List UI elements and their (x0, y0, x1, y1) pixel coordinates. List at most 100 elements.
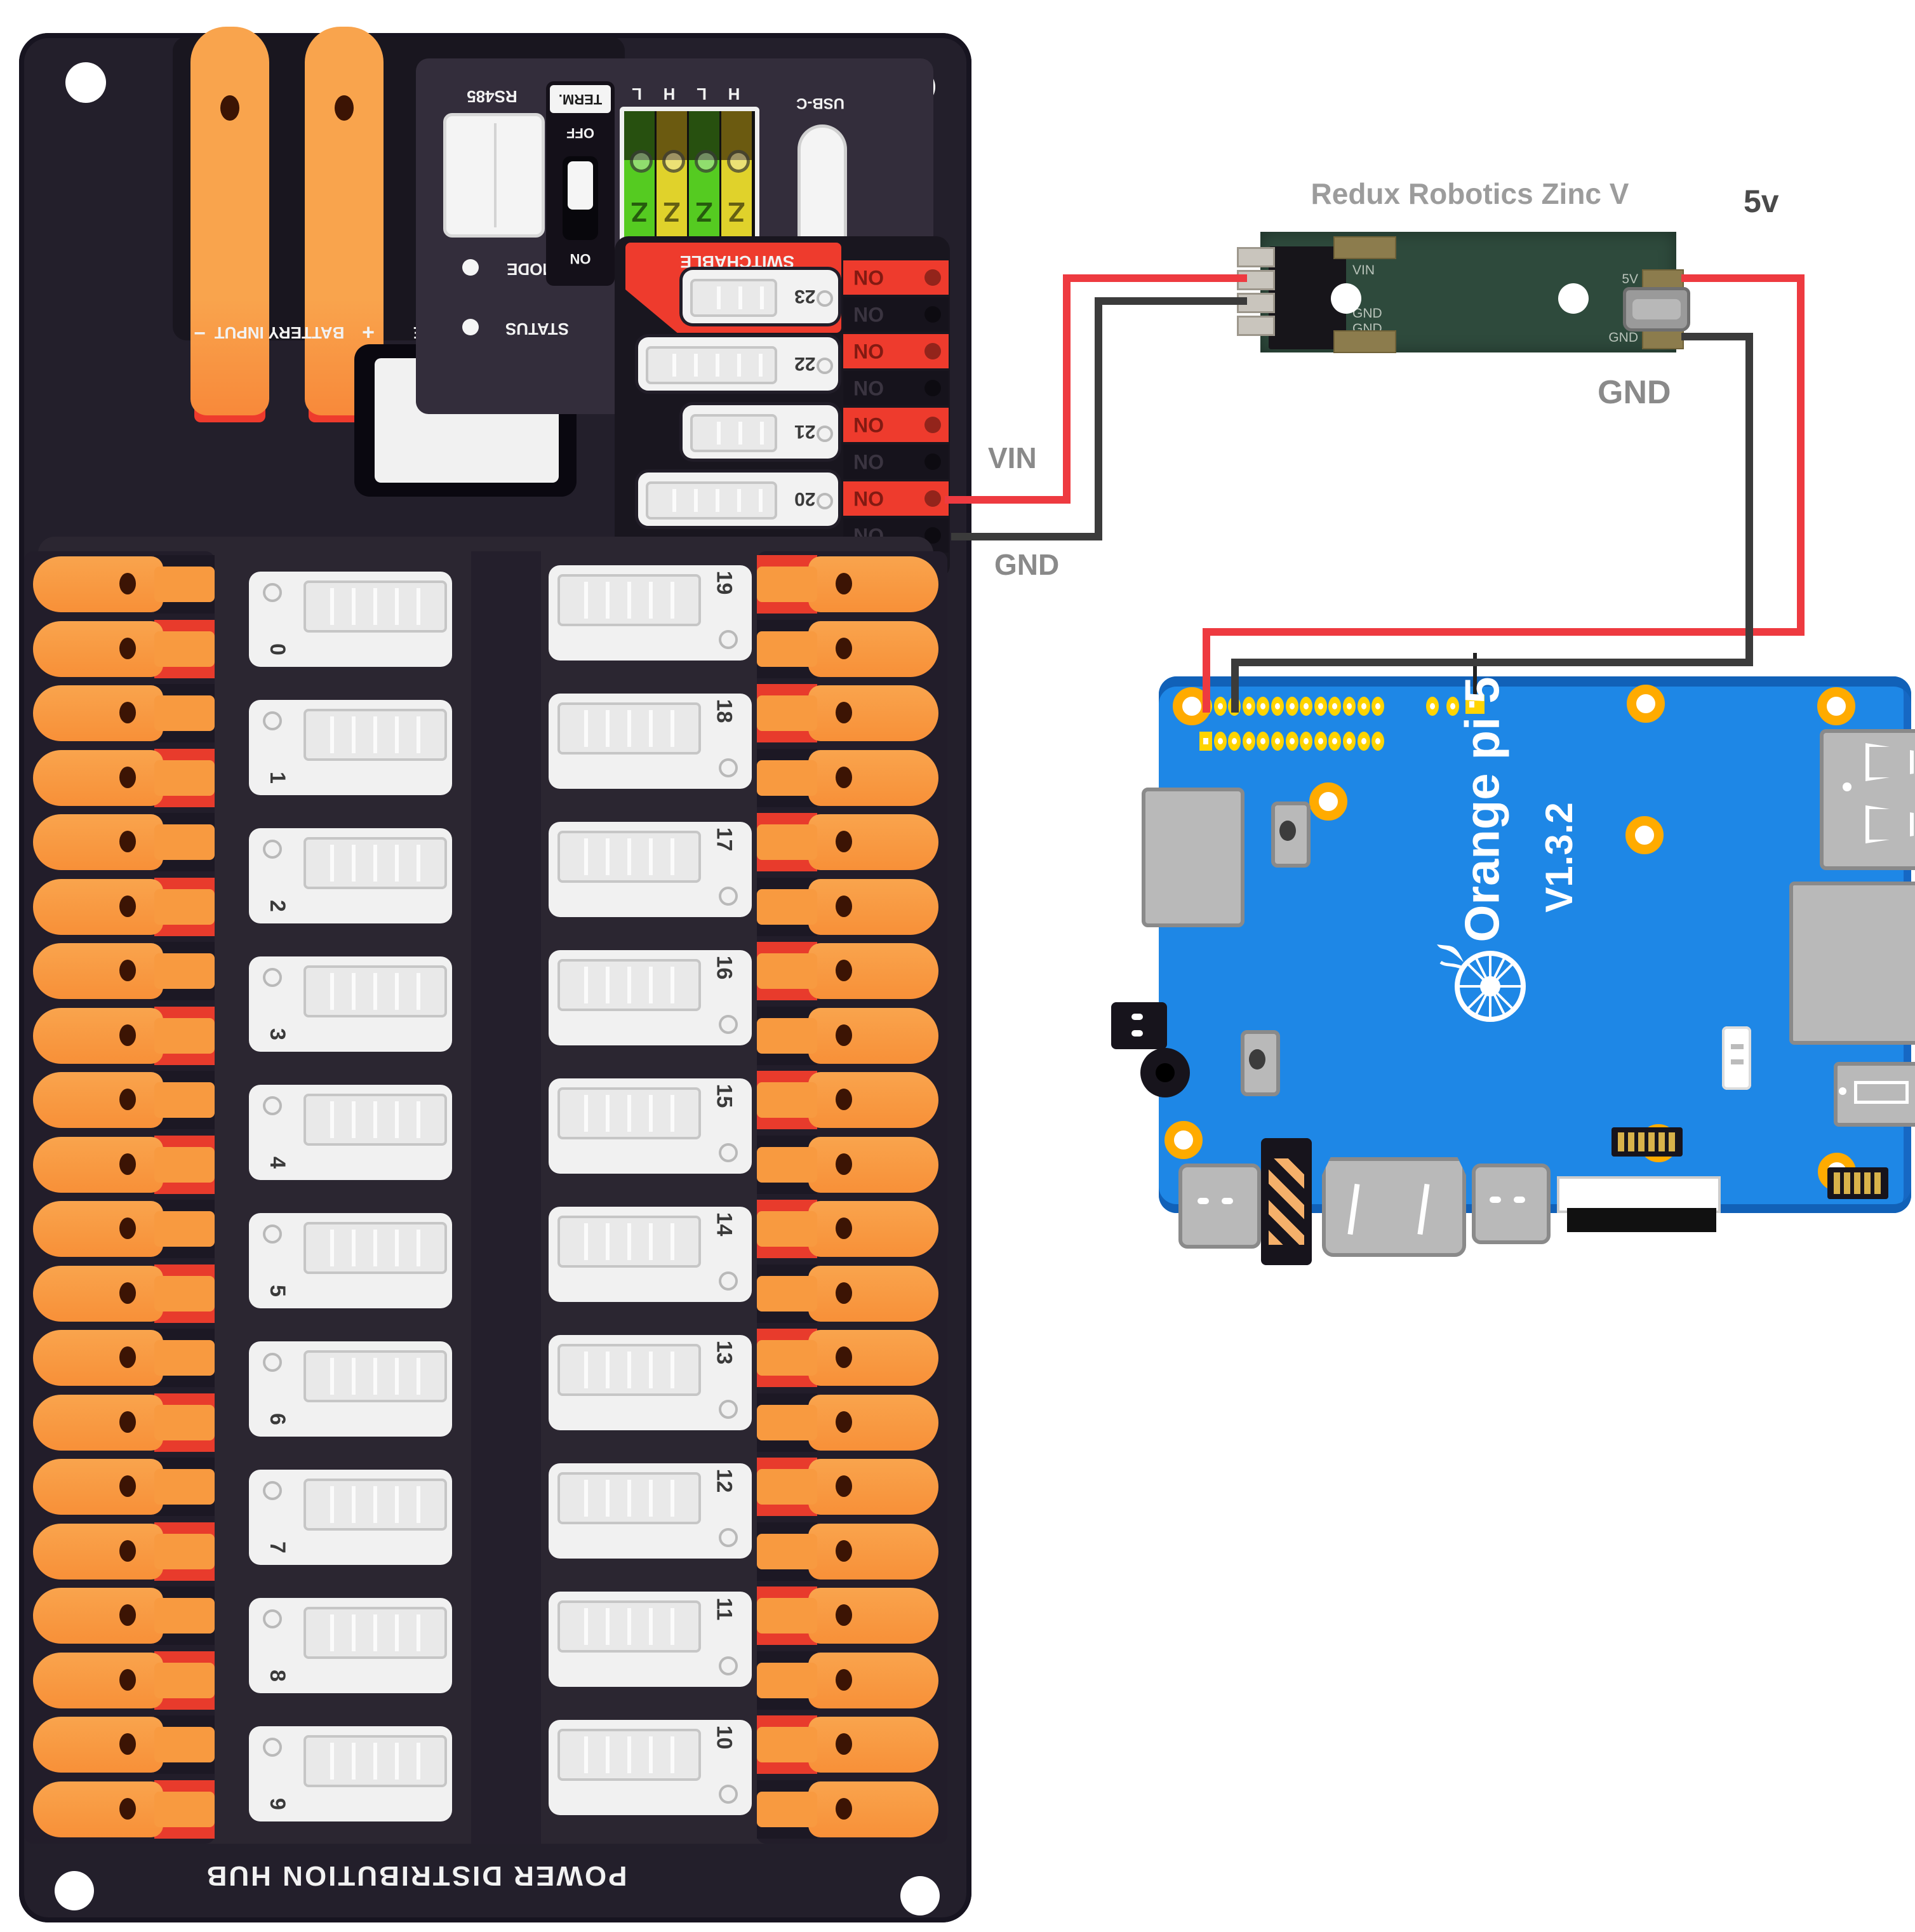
wago-lever-connector (757, 1134, 947, 1195)
zinc-solder-pad (1333, 330, 1396, 353)
wago-lever-connector (24, 1005, 215, 1066)
fuse (304, 580, 447, 633)
terminal-on-label: ON (853, 303, 884, 326)
lever-shaft (757, 1082, 817, 1118)
wago-lever-connector (757, 1650, 947, 1711)
fuse-indicator (263, 1738, 282, 1757)
terminal-on-label: ON (853, 413, 884, 436)
fuse-indicator (719, 1015, 738, 1034)
5v-wire (1203, 628, 1210, 713)
pi-mount-hole (1164, 1121, 1203, 1159)
wago-lever-connector (757, 1263, 947, 1324)
lever-shaft (757, 567, 817, 602)
lever-shaft (757, 1275, 817, 1311)
lever-hole (836, 766, 852, 788)
zinc-pin-label: GND (1352, 306, 1382, 321)
fuse-holder: 8 (249, 1598, 452, 1693)
gpio-pin (1371, 732, 1385, 751)
fuse-slots (655, 354, 768, 377)
battery-connector (1722, 1026, 1751, 1090)
lever-hole (119, 637, 136, 659)
pdh-mount-hole (65, 62, 106, 103)
fuse-slots (566, 1736, 692, 1773)
lever-hole (836, 1218, 852, 1239)
lever-hole (836, 637, 852, 659)
spi-flash-dot (1839, 1087, 1846, 1095)
lever-paddle (808, 621, 938, 677)
lever-hole (836, 1475, 852, 1497)
fuse-holder: 13 (549, 1335, 752, 1430)
fuse-indicator (817, 290, 833, 307)
decoration (1439, 960, 1462, 969)
can-pin-label: L (697, 84, 707, 104)
lever-shaft (757, 695, 817, 731)
fuse (646, 346, 777, 384)
fuse (557, 1087, 701, 1139)
wago-lever-connector (757, 876, 947, 937)
gnd2-wire (1231, 659, 1239, 713)
can-terminal-lever: Z (631, 196, 648, 228)
gnd2-wire (1681, 333, 1753, 340)
fuse-slots (566, 838, 692, 875)
lever-hole (836, 895, 852, 917)
channel-number: 7 (258, 1535, 296, 1560)
fuse-slots (566, 1480, 692, 1517)
can-terminal-lever: Z (728, 196, 745, 228)
lever-shaft (154, 953, 215, 989)
lever-shaft (154, 889, 215, 925)
fuse (557, 702, 701, 755)
lever-hole (836, 960, 852, 981)
lever-paddle (808, 1717, 938, 1773)
lever-paddle (808, 943, 938, 999)
fuse-slots (566, 1223, 692, 1260)
gpio-pin (1257, 732, 1270, 751)
switchable-fuse-holder: 22 (638, 337, 838, 391)
decoration (1457, 953, 1523, 1019)
terminal-dot (924, 453, 941, 470)
lever-paddle (808, 1588, 938, 1644)
gpio-pin (1271, 697, 1284, 716)
fuse (304, 709, 447, 761)
lever-hole (119, 1540, 136, 1562)
gpio-pin (1343, 732, 1356, 751)
fuse-slots (655, 489, 768, 512)
lever-hole (119, 1733, 136, 1755)
fuse-indicator (719, 1271, 738, 1291)
lever-shaft (154, 1598, 215, 1633)
lever-paddle (33, 1459, 163, 1515)
fuse-slots (566, 710, 692, 747)
can-terminal-ring (630, 150, 653, 173)
wago-lever-connector (757, 554, 947, 615)
vin-wire (945, 496, 1071, 504)
wago-lever-connector (757, 1198, 947, 1259)
pi-mount-hole (1817, 687, 1855, 725)
lever-shaft (154, 1275, 215, 1311)
wago-lever-connector (757, 1392, 947, 1453)
fuse-indicator (817, 426, 833, 442)
fuse-indicator (263, 1224, 282, 1244)
gpio-pin (1213, 732, 1227, 751)
lever-hole (119, 1411, 136, 1433)
wago-lever-connector (24, 1456, 215, 1517)
wago-lever-connector (24, 1714, 215, 1775)
wago-lever-connector (24, 1521, 215, 1582)
channel-number-text: 2 (265, 900, 290, 912)
lever-shaft (757, 631, 817, 667)
status-led (462, 319, 479, 335)
fuse-slots (566, 1608, 692, 1645)
wago-lever-connector (757, 941, 947, 1002)
channel-number: 23 (794, 286, 815, 307)
gpio-pin (1242, 732, 1255, 751)
lever-paddle (33, 685, 163, 741)
fuse-indicator (263, 1096, 282, 1115)
fpc-connector-latch (1567, 1208, 1716, 1232)
switch-output-terminal: ON (843, 297, 949, 332)
usb-c-pin (1490, 1197, 1501, 1203)
decoration (1474, 955, 1507, 1017)
fuse-holder: 14 (549, 1207, 752, 1302)
fuse-indicator (817, 358, 833, 374)
fuse-holder: 9 (249, 1726, 452, 1821)
zinc-pin (1237, 247, 1275, 267)
board-to-board-connector (1611, 1127, 1683, 1157)
